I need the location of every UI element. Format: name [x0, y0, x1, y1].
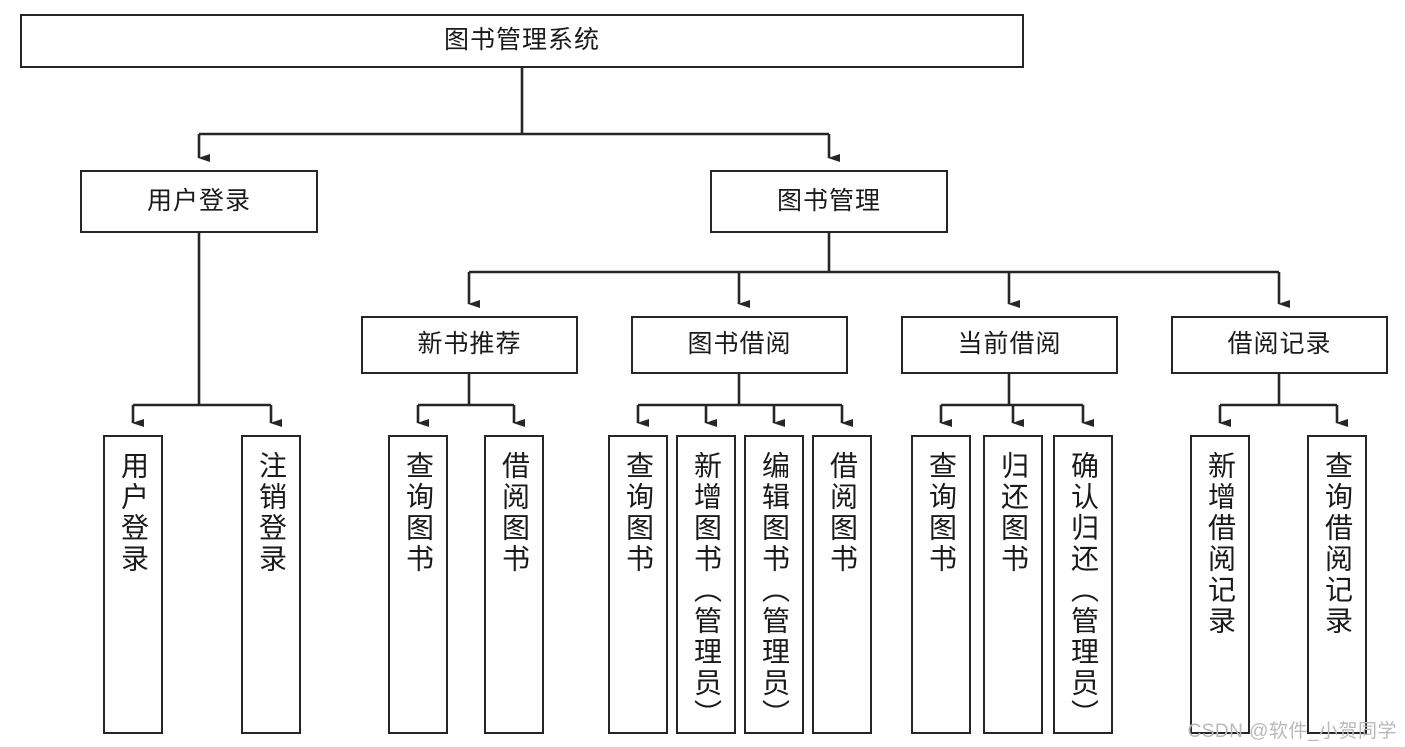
leaf-borrow-book-2[interactable]: 借阅图书	[812, 435, 872, 734]
node-current-borrow-label: 当前借阅	[957, 330, 1062, 359]
leaf-user-login[interactable]: 用户登录	[103, 435, 163, 734]
leaf-confirm-return[interactable]: 确认归还（管理员）	[1053, 435, 1113, 734]
node-root[interactable]: 图书管理系统	[20, 14, 1024, 68]
node-user-login[interactable]: 用户登录	[80, 170, 318, 233]
leaf-query-book-1[interactable]: 查询图书	[388, 435, 448, 734]
leaf-borrow-book-1-label: 借阅图书	[499, 451, 530, 575]
leaf-edit-book[interactable]: 编辑图书（管理员）	[744, 435, 804, 734]
node-borrow-record[interactable]: 借阅记录	[1171, 316, 1388, 374]
node-root-label: 图书管理系统	[443, 26, 600, 55]
node-user-login-label: 用户登录	[146, 186, 251, 215]
leaf-borrow-book-2-label: 借阅图书	[827, 451, 858, 575]
node-book-manage[interactable]: 图书管理	[710, 170, 948, 233]
leaf-add-record-label: 新增借阅记录	[1205, 451, 1236, 637]
node-book-borrow[interactable]: 图书借阅	[631, 316, 848, 374]
leaf-add-record[interactable]: 新增借阅记录	[1190, 435, 1250, 734]
leaf-return-book-label: 归还图书	[998, 451, 1029, 575]
leaf-return-book[interactable]: 归还图书	[983, 435, 1043, 734]
node-new-book-recommend-label: 新书推荐	[417, 330, 522, 359]
leaf-query-record[interactable]: 查询借阅记录	[1307, 435, 1367, 734]
leaf-user-login-label: 用户登录	[118, 451, 149, 575]
node-new-book-recommend[interactable]: 新书推荐	[361, 316, 578, 374]
leaf-query-book-2[interactable]: 查询图书	[608, 435, 668, 734]
leaf-query-book-2-label: 查询图书	[623, 451, 654, 575]
leaf-query-book-1-label: 查询图书	[403, 451, 434, 575]
leaf-add-book[interactable]: 新增图书（管理员）	[676, 435, 736, 734]
node-borrow-record-label: 借阅记录	[1227, 330, 1332, 359]
leaf-query-book-3-label: 查询图书	[926, 451, 957, 575]
leaf-add-book-label: 新增图书（管理员）	[691, 451, 722, 730]
leaf-query-book-3[interactable]: 查询图书	[911, 435, 971, 734]
node-current-borrow[interactable]: 当前借阅	[901, 316, 1118, 374]
node-book-borrow-label: 图书借阅	[687, 330, 792, 359]
leaf-edit-book-label: 编辑图书（管理员）	[759, 451, 790, 730]
leaf-borrow-book-1[interactable]: 借阅图书	[484, 435, 544, 734]
leaf-query-record-label: 查询借阅记录	[1322, 451, 1353, 637]
leaf-user-logout-label: 注销登录	[256, 451, 287, 575]
node-book-manage-label: 图书管理	[776, 186, 881, 215]
leaf-user-logout[interactable]: 注销登录	[241, 435, 301, 734]
leaf-confirm-return-label: 确认归还（管理员）	[1068, 451, 1099, 730]
